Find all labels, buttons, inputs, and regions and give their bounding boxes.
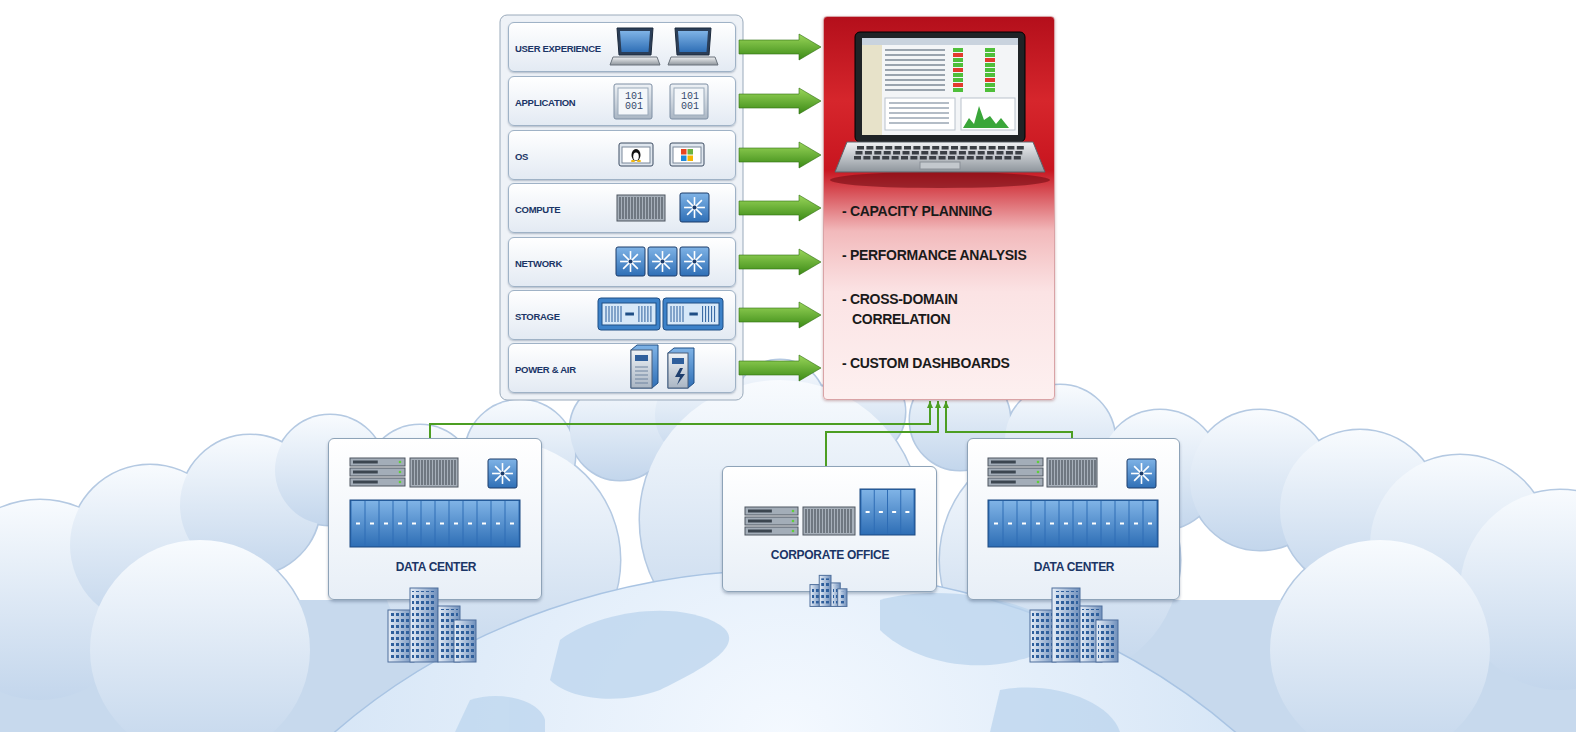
dashboard-panel: - CAPACITY PLANNING - PERFORMANCE ANALYSI… bbox=[823, 16, 1055, 400]
layer-box: COMPUTE bbox=[508, 183, 736, 233]
cloud-puff bbox=[1270, 540, 1490, 732]
layer-box: NETWORK bbox=[508, 237, 736, 287]
binary-label: 101 001 bbox=[621, 92, 647, 113]
blade-chassis bbox=[1047, 458, 1097, 487]
building-icon bbox=[810, 575, 847, 606]
layer-label: COMPUTE bbox=[515, 204, 560, 215]
flow-arrow bbox=[739, 195, 821, 221]
laptop-icon bbox=[668, 28, 718, 65]
layer-label: STORAGE bbox=[515, 311, 560, 322]
switch-icon bbox=[680, 193, 709, 222]
site-label: DATA CENTER bbox=[1034, 560, 1114, 574]
switch-icon bbox=[680, 247, 709, 276]
binary-icon bbox=[670, 84, 708, 119]
building-icon bbox=[388, 588, 476, 662]
binary-label: 101 001 bbox=[677, 92, 703, 113]
storage-icon bbox=[663, 298, 723, 330]
layer-label: OS bbox=[515, 151, 528, 162]
layer-box: POWER & AIR bbox=[508, 343, 736, 393]
building-icon bbox=[1030, 588, 1118, 662]
site-box: DATA CENTER bbox=[967, 438, 1180, 600]
server-stack bbox=[745, 507, 798, 535]
feature-item: - CUSTOM DASHBOARDS bbox=[842, 353, 1010, 373]
storage-array bbox=[860, 489, 915, 535]
icon-layer bbox=[509, 131, 737, 181]
storage-array bbox=[350, 500, 520, 547]
icon-layer bbox=[329, 439, 543, 601]
feature-item: - CAPACITY PLANNING bbox=[842, 201, 992, 221]
blade-chassis bbox=[803, 507, 855, 535]
server-stack bbox=[988, 458, 1043, 486]
layer-box: STORAGE bbox=[508, 290, 736, 340]
switch-icon bbox=[616, 247, 645, 276]
feature-item: - CROSS-DOMAIN CORRELATION bbox=[842, 289, 1012, 330]
dashboard-laptop bbox=[830, 32, 1050, 188]
air-unit-icon bbox=[668, 348, 694, 388]
blade-chassis bbox=[617, 195, 665, 221]
layer-box: OS bbox=[508, 130, 736, 180]
storage-array bbox=[988, 500, 1158, 547]
layer-label: USER EXPERIENCE bbox=[515, 43, 601, 54]
layer-label: NETWORK bbox=[515, 258, 562, 269]
globe-land bbox=[455, 593, 1120, 732]
site-label: DATA CENTER bbox=[396, 560, 476, 574]
laptop-icon bbox=[610, 28, 660, 65]
power-unit-icon bbox=[631, 345, 658, 388]
site-link bbox=[826, 401, 938, 466]
blade-chassis bbox=[410, 458, 458, 487]
flow-arrow bbox=[739, 88, 821, 114]
flow-arrow bbox=[739, 142, 821, 168]
feature-item: - PERFORMANCE ANALYSIS bbox=[842, 245, 1027, 265]
flow-arrow bbox=[739, 355, 821, 381]
site-box: DATA CENTER bbox=[328, 438, 542, 600]
binary-icon bbox=[614, 84, 652, 119]
site-label: CORPORATE OFFICE bbox=[771, 548, 889, 562]
switch-icon bbox=[648, 247, 677, 276]
icon-layer bbox=[723, 467, 938, 593]
layer-panel bbox=[500, 15, 743, 400]
server-stack bbox=[350, 458, 405, 486]
layer-box: USER EXPERIENCE bbox=[508, 22, 736, 72]
flow-arrow bbox=[739, 249, 821, 275]
windows-icon bbox=[670, 143, 704, 166]
layer-box: APPLICATION 101 001 101 001 bbox=[508, 76, 736, 126]
site-box: CORPORATE OFFICE bbox=[722, 466, 937, 592]
flow-arrow bbox=[739, 302, 821, 328]
flow-arrow bbox=[739, 34, 821, 60]
cloud-puff bbox=[90, 540, 310, 732]
switch-icon bbox=[488, 459, 517, 488]
icon-layer bbox=[968, 439, 1181, 601]
site-link bbox=[946, 401, 1072, 438]
linux-icon bbox=[619, 143, 653, 166]
layer-label: APPLICATION bbox=[515, 97, 575, 108]
switch-icon bbox=[1127, 459, 1156, 488]
storage-icon bbox=[598, 298, 660, 330]
layer-label: POWER & AIR bbox=[515, 364, 576, 375]
